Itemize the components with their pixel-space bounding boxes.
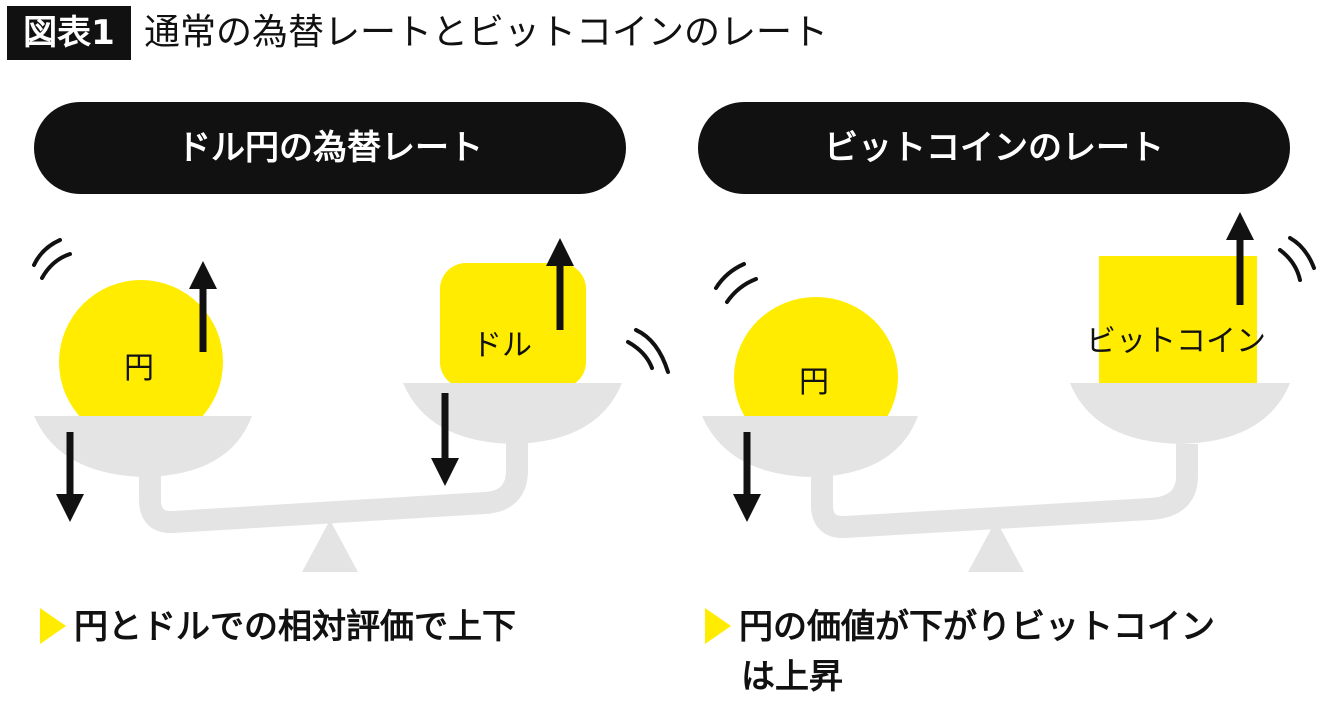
scale-pan-left bbox=[34, 416, 252, 477]
caption-right: 円の価値が下がりビットコイン は上昇 bbox=[705, 602, 1305, 702]
motion-lines-icon bbox=[714, 236, 1316, 304]
yen-label-right: 円 bbox=[799, 365, 829, 400]
figure-label: 図表1 bbox=[7, 6, 131, 60]
bitcoin-block bbox=[1099, 256, 1257, 384]
scale-fulcrum bbox=[968, 520, 1024, 572]
balance-scale-icon-right bbox=[811, 444, 1198, 572]
panel-heading-usd-jpy: ドル円の為替レート bbox=[34, 102, 626, 194]
scale-pan-right bbox=[1070, 383, 1290, 444]
scale-fulcrum bbox=[302, 520, 358, 572]
caption-left-text: 円とドルでの相対評価で上下 bbox=[74, 607, 516, 647]
figure-title: 通常の為替レートとビットコインのレート bbox=[144, 12, 829, 53]
panel-heading-bitcoin: ビットコインのレート bbox=[698, 102, 1290, 194]
yen-label-left: 円 bbox=[124, 351, 154, 386]
caption-right-text-2: は上昇 bbox=[741, 657, 843, 697]
scale-pan-right bbox=[403, 383, 622, 444]
bitcoin-label: ビットコイン bbox=[1086, 324, 1266, 359]
caption-triangle-icon bbox=[705, 608, 731, 644]
balance-scale-icon-left bbox=[139, 440, 528, 572]
caption-triangle-icon bbox=[40, 608, 66, 644]
caption-left: 円とドルでの相対評価で上下 bbox=[40, 602, 516, 652]
motion-lines-icon bbox=[32, 238, 670, 374]
dollar-block bbox=[440, 263, 586, 388]
scale-pan-left bbox=[702, 416, 918, 477]
yen-coin-left bbox=[59, 280, 223, 444]
caption-right-text-1: 円の価値が下がりビットコイン bbox=[739, 607, 1215, 647]
dollar-label: ドル bbox=[472, 328, 532, 363]
